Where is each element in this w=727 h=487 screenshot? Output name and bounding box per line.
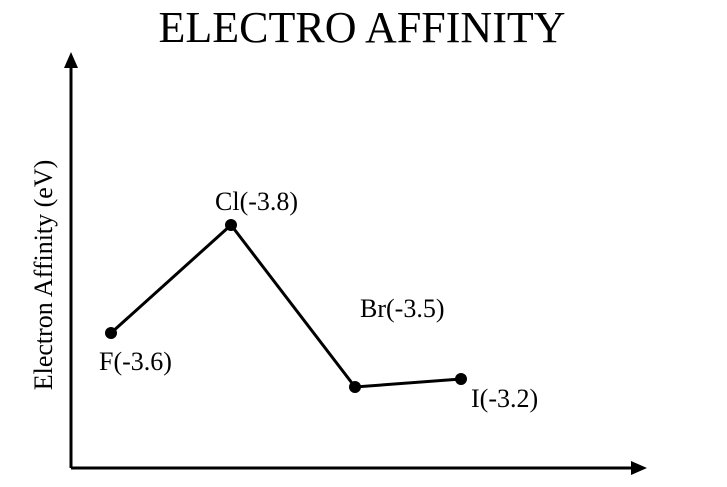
x-axis-arrow-icon — [631, 461, 647, 475]
y-axis-arrow-icon — [64, 52, 78, 68]
data-point-i — [455, 373, 467, 385]
data-label-f: F(-3.6) — [99, 347, 172, 376]
data-label-br: Br(-3.5) — [360, 294, 444, 323]
data-label-i: I(-3.2) — [471, 384, 538, 413]
data-point-f — [105, 327, 117, 339]
data-point-cl — [225, 219, 237, 231]
chart-title: ELECTRO AFFINITY — [159, 3, 566, 52]
data-point-br — [349, 381, 361, 393]
data-label-cl: Cl(-3.8) — [215, 187, 298, 216]
y-axis-label: Electron Affinity (eV) — [29, 160, 58, 391]
series-line — [109, 222, 462, 389]
series-layer: F(-3.6) Cl(-3.8) Br(-3.5) I(-3.2) — [99, 187, 538, 413]
